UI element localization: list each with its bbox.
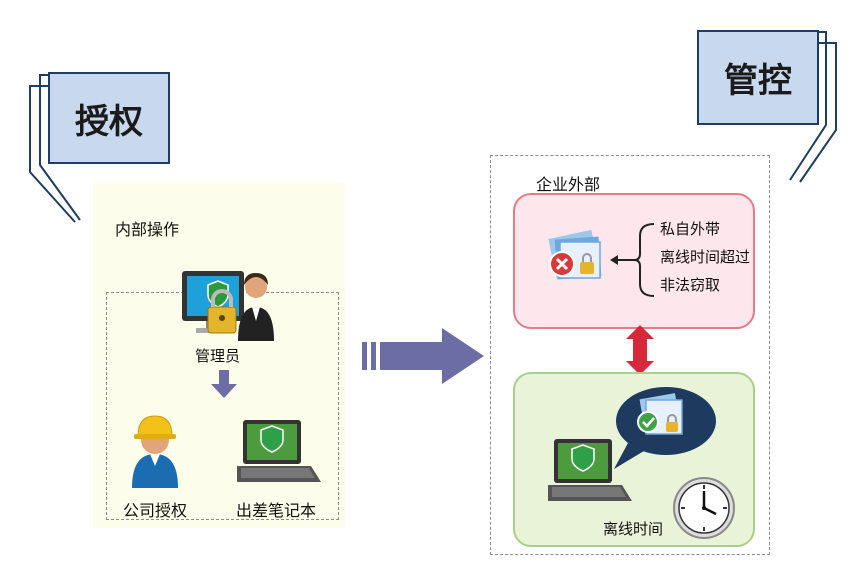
laptop-label: 出差笔记本 [236,501,317,520]
red-double-arrow [626,325,654,375]
authorize-title: 授权 [48,72,170,164]
down-arrow [211,370,237,398]
offline-time-label: 离线时间 [603,520,664,538]
big-right-arrow [362,328,484,384]
admin-label: 管理员 [195,347,241,365]
clock-icon [673,477,735,539]
threat-bracket-arrow [610,223,655,297]
left-bracket-line-2 [29,85,76,223]
approved-document-icon [637,393,683,435]
control-title: 管控 [697,30,819,125]
internal-operation-label: 内部操作 [115,220,180,239]
right-bracket-line-2 [799,42,837,183]
right-bracket-line-1 [789,31,827,181]
admin-computer-lock-icon [182,271,274,341]
worker-helmet-icon [132,415,178,488]
threat-item-2: 离线时间超过 [660,248,751,266]
offline-laptop-icon [548,439,632,501]
external-label: 企业外部 [536,175,601,194]
threat-item-1: 私自外带 [660,220,721,238]
shield-laptop-icon [237,420,321,482]
company-auth-label: 公司授权 [123,501,188,520]
left-bracket-line-1 [39,74,81,221]
threat-item-3: 非法窃取 [660,276,721,294]
blocked-document-icon [548,229,602,280]
external-dashed-area [490,155,770,555]
